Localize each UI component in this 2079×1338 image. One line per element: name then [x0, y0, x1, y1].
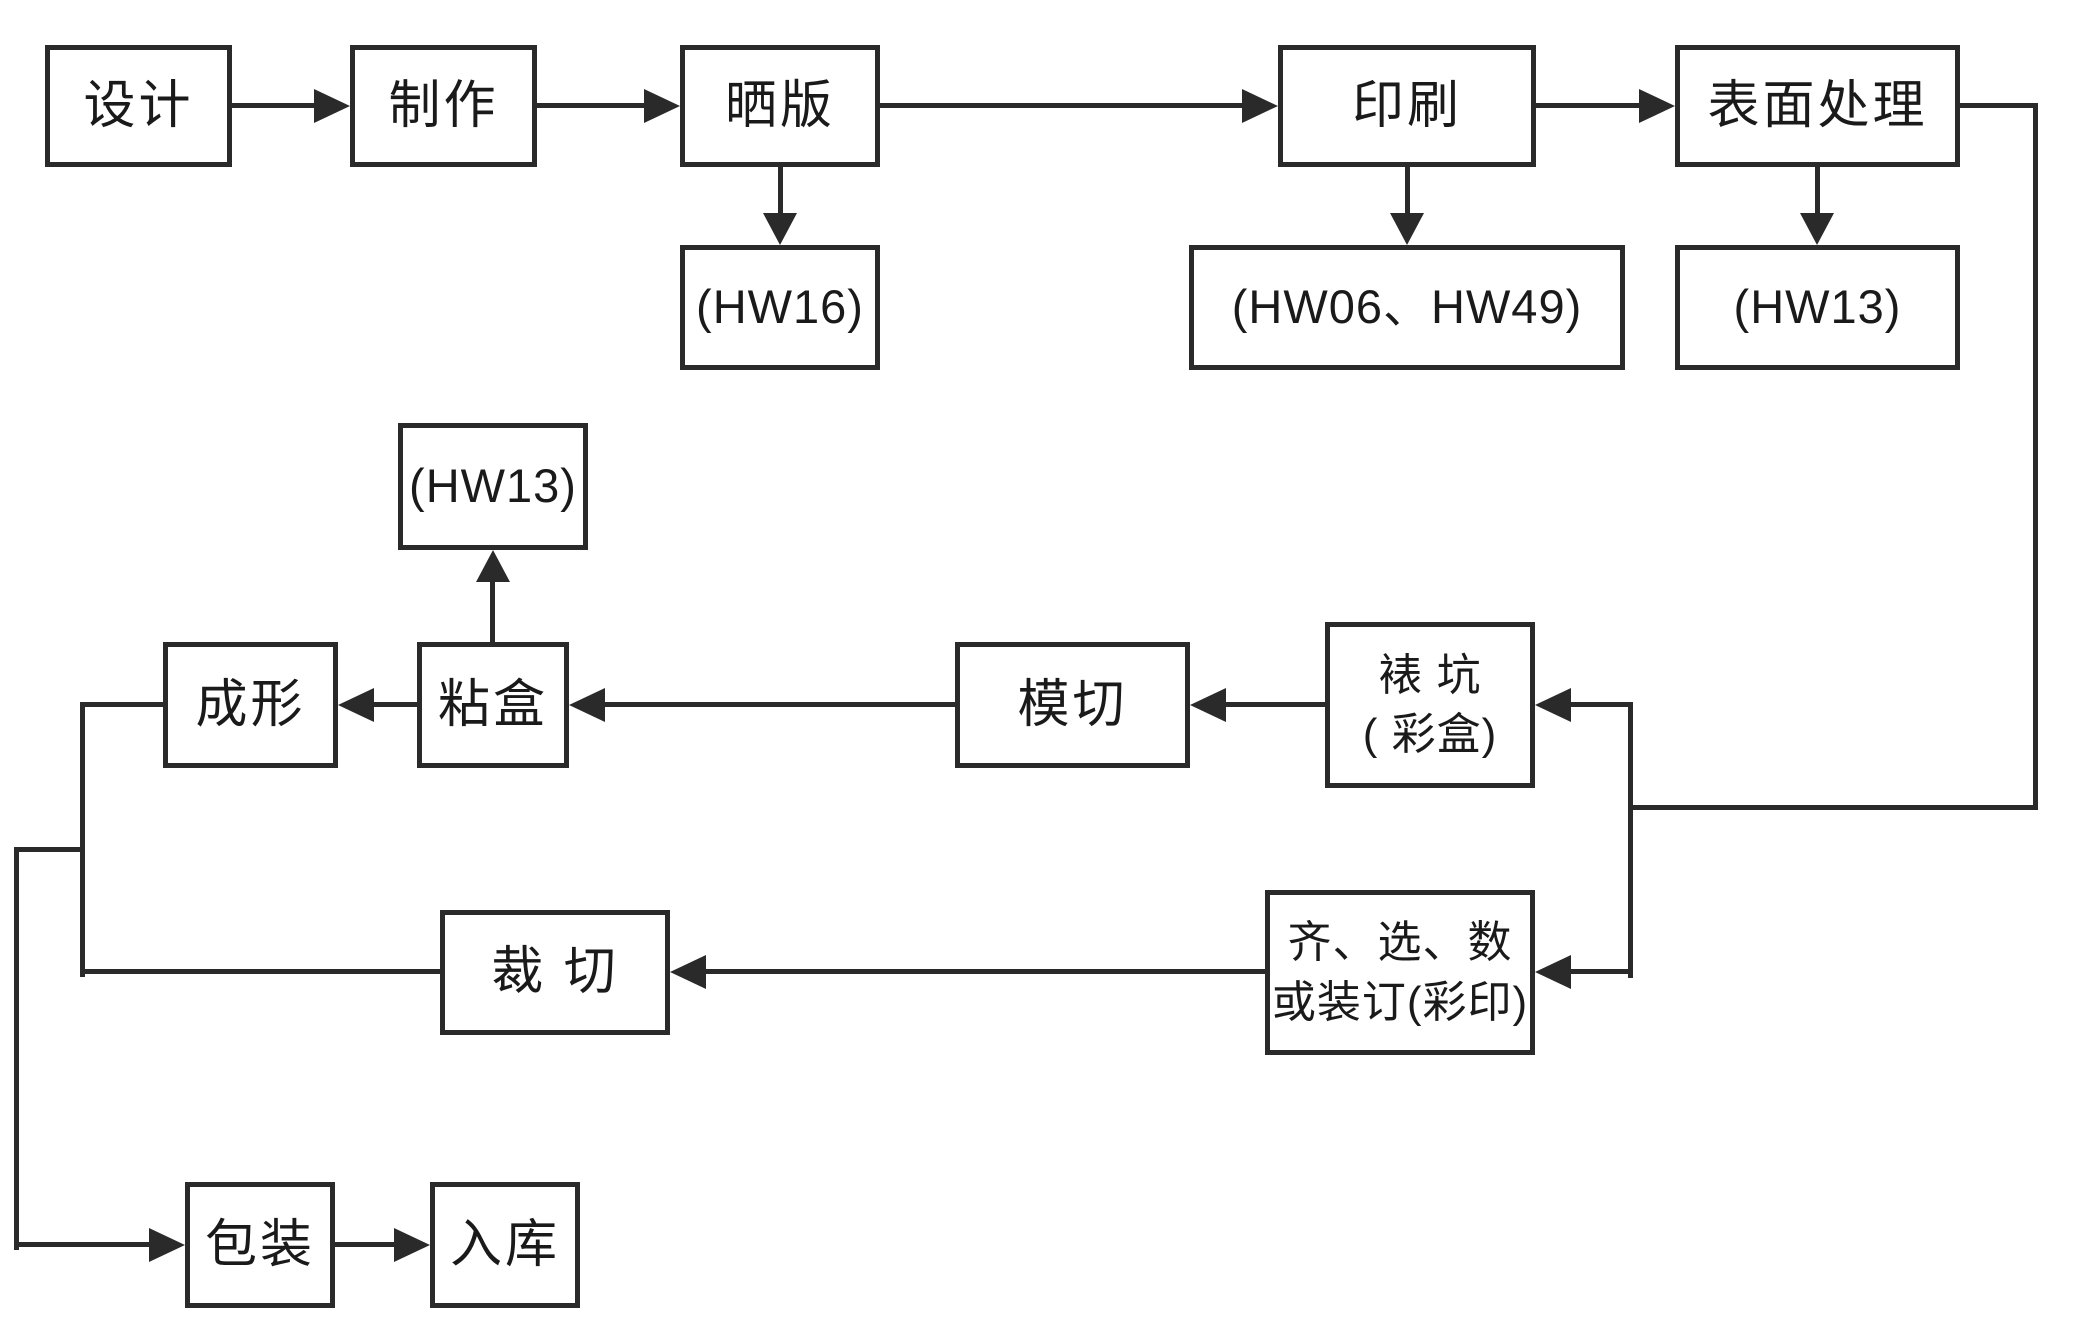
edge-design-making: [232, 103, 314, 108]
edge-printing-hw06-hw49: [1405, 167, 1410, 213]
node-warehousing: 入库: [430, 1182, 580, 1308]
edge-laminating-diecutting-arrowhead-icon: [1190, 688, 1226, 722]
node-design-label: 设计: [83, 76, 194, 135]
node-making: 制作: [350, 45, 537, 167]
node-waste-hw16-label: (HW16): [696, 280, 864, 334]
edge-design-making-arrowhead-icon: [314, 89, 350, 123]
node-packing: 包装: [185, 1182, 335, 1308]
node-collating-label: 齐、选、数: [1287, 918, 1513, 968]
node-box-gluing-label: 粘盒: [437, 675, 548, 734]
node-waste-hw06-hw49-label: (HW06、HW49): [1231, 280, 1583, 334]
edge-plate-hw16-arrowhead-icon: [763, 213, 797, 245]
node-printing: 印刷: [1278, 45, 1536, 167]
node-surface-treatment: 表面处理: [1675, 45, 1960, 167]
edge-plate-printing: [880, 103, 1242, 108]
node-forming: 成形: [163, 642, 338, 768]
node-design: 设计: [45, 45, 232, 167]
edge-surface-hw13-arrowhead-icon: [1800, 213, 1834, 245]
edge-plate-hw16: [778, 167, 783, 213]
edge-printing-hw06-hw49-arrowhead-icon: [1390, 213, 1424, 245]
edge-surface-hw13: [1815, 167, 1820, 213]
edge-gluing-hw13: [490, 582, 495, 642]
node-plate-exposure-label: 晒版: [724, 76, 835, 135]
node-die-cutting: 模切: [955, 642, 1190, 768]
node-cutting: 裁 切: [440, 910, 670, 1035]
connector-merge-vertical: [80, 702, 85, 977]
edge-gluing-hw13-arrowhead-icon: [476, 550, 510, 582]
edge-surface-laminating: [1571, 702, 1630, 707]
edge-collating-cutting-arrowhead-icon: [670, 955, 706, 989]
edge-making-plate: [537, 103, 644, 108]
edge-surface-laminating-arrowhead-icon: [1535, 688, 1571, 722]
connector-cutting-out: [80, 969, 440, 974]
edge-diecutting-gluing: [605, 702, 955, 707]
edge-printing-surface: [1536, 103, 1639, 108]
edge-laminating-diecutting: [1226, 702, 1325, 707]
edge-surface-collating-arrowhead-icon: [1535, 955, 1571, 989]
node-forming-label: 成形: [195, 675, 306, 734]
node-waste-hw13-gluing-label: (HW13): [409, 459, 577, 513]
edge-making-plate-arrowhead-icon: [644, 89, 680, 123]
node-collating-sublabel: 或装订(彩印): [1271, 977, 1529, 1027]
node-printing-label: 印刷: [1351, 76, 1462, 135]
node-cutting-label: 裁 切: [491, 943, 619, 1001]
edge-collating-cutting: [706, 969, 1265, 974]
edge-merge-packing: [14, 1242, 149, 1247]
node-laminating-sublabel: ( 彩盒): [1362, 710, 1498, 759]
node-die-cutting-label: 模切: [1017, 675, 1128, 734]
node-collating: 齐、选、数 或装订(彩印): [1265, 890, 1535, 1055]
edge-printing-surface-arrowhead-icon: [1639, 89, 1675, 123]
edge-packing-warehousing-arrowhead-icon: [394, 1228, 430, 1262]
edge-plate-printing-arrowhead-icon: [1242, 89, 1278, 123]
node-surface-treatment-label: 表面处理: [1707, 76, 1928, 135]
connector-forming-out: [80, 702, 163, 707]
edge-merge-packing-arrowhead-icon: [149, 1228, 185, 1262]
node-waste-hw13-gluing: (HW13): [398, 423, 588, 550]
node-packing-label: 包装: [204, 1215, 315, 1274]
connector-right-horizontal: [1628, 805, 2038, 810]
connector-branch-vertical: [1628, 702, 1633, 978]
connector-merge-branch: [14, 847, 83, 852]
node-waste-hw06-hw49: (HW06、HW49): [1189, 245, 1625, 370]
connector-right-vertical: [2033, 103, 2038, 810]
edge-gluing-forming: [374, 702, 417, 707]
connector-surface-out: [1960, 103, 2038, 108]
node-warehousing-label: 入库: [449, 1215, 560, 1274]
node-laminating-label: 裱 坑: [1378, 650, 1482, 700]
edge-packing-warehousing: [335, 1242, 394, 1247]
edge-surface-collating: [1571, 969, 1630, 974]
node-laminating: 裱 坑 ( 彩盒): [1325, 622, 1535, 788]
node-making-label: 制作: [388, 76, 499, 135]
edge-diecutting-gluing-arrowhead-icon: [569, 688, 605, 722]
connector-left-vertical: [14, 847, 19, 1250]
node-waste-hw16: (HW16): [680, 245, 880, 370]
node-box-gluing: 粘盒: [417, 642, 569, 768]
edge-gluing-forming-arrowhead-icon: [338, 688, 374, 722]
node-waste-hw13-surface-label: (HW13): [1733, 280, 1902, 334]
node-waste-hw13-surface: (HW13): [1675, 245, 1960, 370]
node-plate-exposure: 晒版: [680, 45, 880, 167]
